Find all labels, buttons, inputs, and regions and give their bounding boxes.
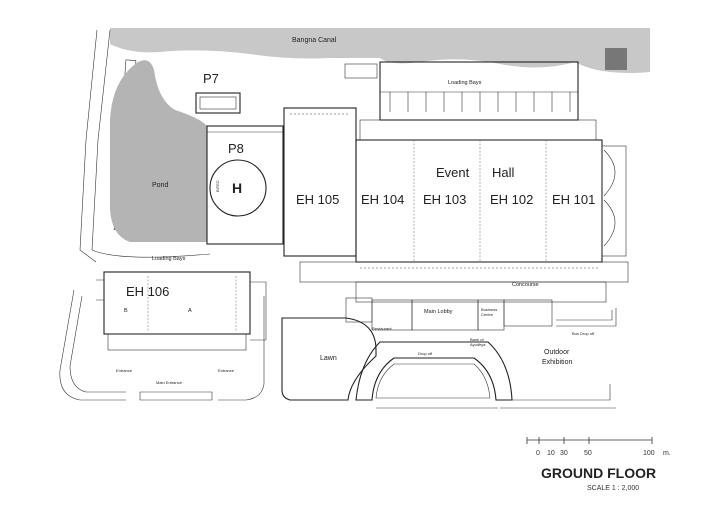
road-left-inner — [69, 295, 126, 393]
eh106-section-b: B — [124, 308, 128, 314]
eh106-outline — [96, 271, 267, 351]
scale-tick-30: 30 — [560, 450, 568, 457]
bitec-label: BITEC — [215, 180, 220, 192]
helipad-circle — [209, 159, 267, 217]
p7-label: P7 — [203, 71, 219, 86]
scale-bar — [526, 437, 653, 444]
entrance-right-label: Entrance — [218, 368, 235, 373]
hall-eh104: EH 104 — [361, 192, 404, 207]
hall-eh105: EH 105 — [296, 192, 339, 207]
road-bottom-right — [500, 384, 616, 409]
loading-bays-lower-label: Loading Bays — [152, 256, 186, 262]
entrance-left-label: Entrance — [116, 368, 133, 373]
helipad-letter: H — [232, 180, 242, 196]
event-word: Event — [436, 165, 470, 180]
p7-structure — [195, 92, 241, 114]
hall-eh103: EH 103 — [423, 192, 466, 207]
bus-drop-off-label: Bus Drop off — [572, 331, 595, 336]
scale-tick-10: 10 — [547, 450, 555, 457]
concourse-label: Concourse — [512, 282, 539, 288]
hall-word: Hall — [492, 165, 515, 180]
hall-eh102: EH 102 — [490, 192, 533, 207]
restaurant-label: Restaurant — [372, 326, 392, 331]
pond — [110, 60, 207, 243]
loading-bays-top-label: Loading Bays — [448, 80, 482, 86]
bus-drop-lane — [556, 308, 617, 327]
road-left-outer — [59, 289, 126, 401]
floor-title: GROUND FLOOR — [541, 465, 656, 481]
lobby-area — [345, 297, 553, 331]
scale-tick-100: 100 — [643, 450, 655, 457]
lawn-label: Lawn — [320, 355, 337, 362]
floor-scale: SCALE 1 : 2,000 — [587, 485, 639, 492]
drop-off-area — [355, 341, 513, 401]
main-lobby-label: Main Lobby — [424, 309, 453, 315]
main-entrance-label: Main Entrance — [156, 380, 183, 385]
road-right — [218, 296, 265, 401]
loading-bays-top — [344, 48, 627, 121]
scale-unit: m. — [663, 450, 671, 457]
scale-tick-0: 0 — [536, 450, 540, 457]
lawn-area — [281, 317, 377, 401]
concourse-area — [299, 261, 629, 303]
pond-label: Pond — [152, 182, 168, 189]
p8-block — [206, 125, 284, 245]
hall-eh101: EH 101 — [552, 192, 595, 207]
p8-label: P8 — [228, 141, 244, 156]
hall-eh106: EH 106 — [126, 284, 169, 299]
drop-off-label: Drop off — [418, 351, 433, 356]
eh105-outline — [283, 107, 357, 257]
main-entrance-road — [139, 391, 213, 401]
scale-tick-50: 50 — [584, 450, 592, 457]
eh106-section-a: A — [188, 308, 192, 314]
canal-label: Bangna Canal — [292, 37, 337, 44]
main-hall-outline — [355, 119, 627, 263]
